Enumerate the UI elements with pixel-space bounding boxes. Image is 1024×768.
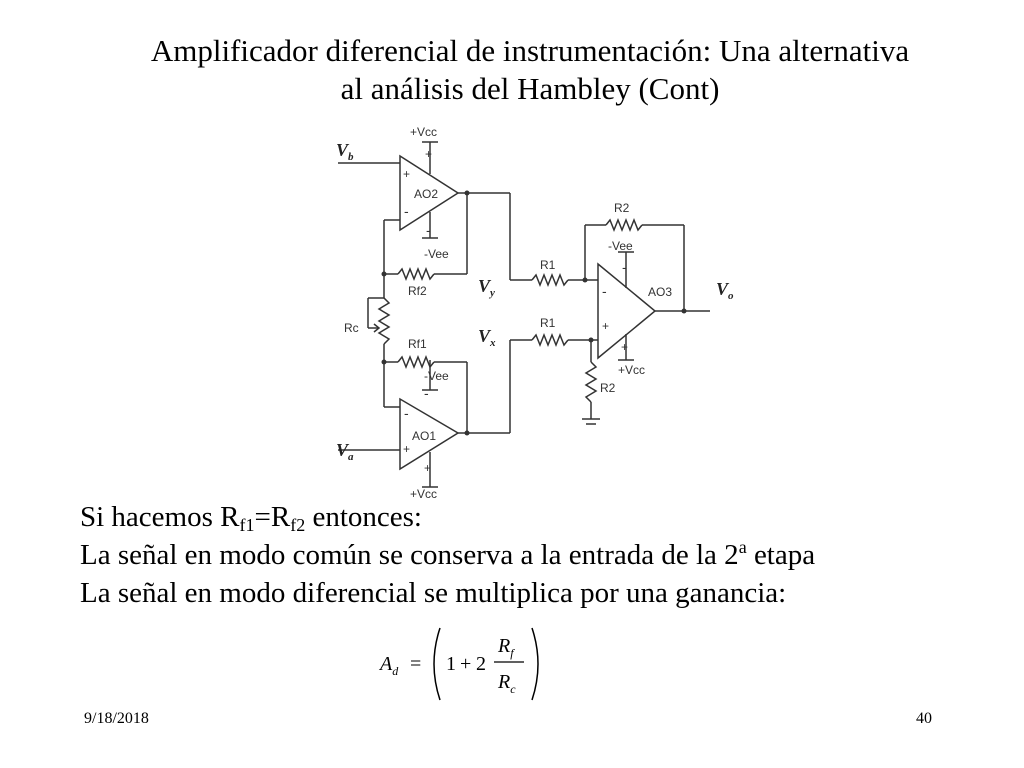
r1-top-label: R1 xyxy=(540,258,556,272)
ao1-minus-sign: - xyxy=(424,385,429,401)
signal-vo: Vo xyxy=(716,279,734,302)
slide-title: Amplificador diferencial de instrumentac… xyxy=(60,32,1000,108)
resistor-r1-bottom xyxy=(531,332,569,348)
ao3-vee-label: -Vee xyxy=(608,239,633,253)
signal-vb: Vb xyxy=(336,140,354,163)
r2-ground-label: R2 xyxy=(600,381,616,395)
formula-numerator: Rf xyxy=(497,635,515,660)
ao2-vee-label: -Vee xyxy=(424,247,449,261)
ao1-plus-sign: + xyxy=(424,461,431,475)
formula-one: 1 xyxy=(446,653,456,675)
ao3-plus-sign: + xyxy=(621,340,628,354)
formula-two: 2 xyxy=(476,653,486,675)
instrumentation-amplifier-circuit: +Vcc + + AO2 - - -Vee Rf2 Rc Rf1 -Vee - … xyxy=(336,125,734,501)
footer-date: 9/18/2018 xyxy=(84,710,149,727)
title-line-2: al análisis del Hambley (Cont) xyxy=(340,71,720,106)
signal-vy: Vy xyxy=(478,276,495,299)
ao2-in-plus-sign: + xyxy=(403,167,410,181)
rf1-label: Rf1 xyxy=(408,337,427,351)
ao2-in-minus-sign: - xyxy=(404,203,409,219)
ao2-vcc-label: +Vcc xyxy=(410,125,437,139)
formula-denominator: Rc xyxy=(497,671,516,696)
ao3-in-plus-sign: + xyxy=(602,319,609,333)
resistor-rf1 xyxy=(397,354,435,370)
opamp-ao2-symbol xyxy=(399,154,460,232)
ao3-vcc-label: +Vcc xyxy=(618,363,645,377)
r2-feedback-label: R2 xyxy=(614,201,630,215)
rf2-label: Rf2 xyxy=(408,284,427,298)
signal-vx: Vx xyxy=(478,326,496,349)
resistor-rf2 xyxy=(397,266,435,282)
resistor-r1-top xyxy=(531,272,569,288)
ao3-label: AO3 xyxy=(648,285,672,299)
formula-lhs: Ad xyxy=(378,653,399,678)
ao1-in-minus-sign: - xyxy=(404,405,409,421)
ao1-in-plus-sign: + xyxy=(403,442,410,456)
resistor-r2-ground xyxy=(584,361,598,403)
rc-label: Rc xyxy=(344,321,359,335)
ao1-vcc-label: +Vcc xyxy=(410,487,437,501)
slide-body: Si hacemos Rf1=Rf2 entonces: La señal en… xyxy=(80,498,980,612)
formula-plus: + xyxy=(460,653,471,675)
gain-formula: Ad = 1 + 2 Rf Rc xyxy=(378,627,539,701)
ao2-plus-sign: + xyxy=(425,147,432,161)
r1-bottom-label: R1 xyxy=(540,316,556,330)
body-line-3: La señal en modo diferencial se multipli… xyxy=(80,577,787,609)
opamp-ao1-symbol xyxy=(399,397,460,471)
body-line-1: Si hacemos Rf1=Rf2 entonces: xyxy=(80,501,422,535)
ao3-in-minus-sign: - xyxy=(602,283,607,299)
body-line-2: La señal en modo común se conserva a la … xyxy=(80,537,816,571)
ao1-label: AO1 xyxy=(412,429,436,443)
ao3-minus-sign: - xyxy=(622,259,627,275)
title-line-1: Amplificador diferencial de instrumentac… xyxy=(150,33,910,68)
ao2-label: AO2 xyxy=(414,187,438,201)
resistor-rc xyxy=(377,297,391,345)
ao1-vee-label: -Vee xyxy=(424,369,449,383)
formula-eq: = xyxy=(410,653,421,675)
signal-va: Va xyxy=(336,440,354,463)
resistor-r2-feedback xyxy=(605,217,643,233)
ao2-minus-sign: - xyxy=(426,222,431,238)
footer-page-number: 40 xyxy=(916,710,932,727)
